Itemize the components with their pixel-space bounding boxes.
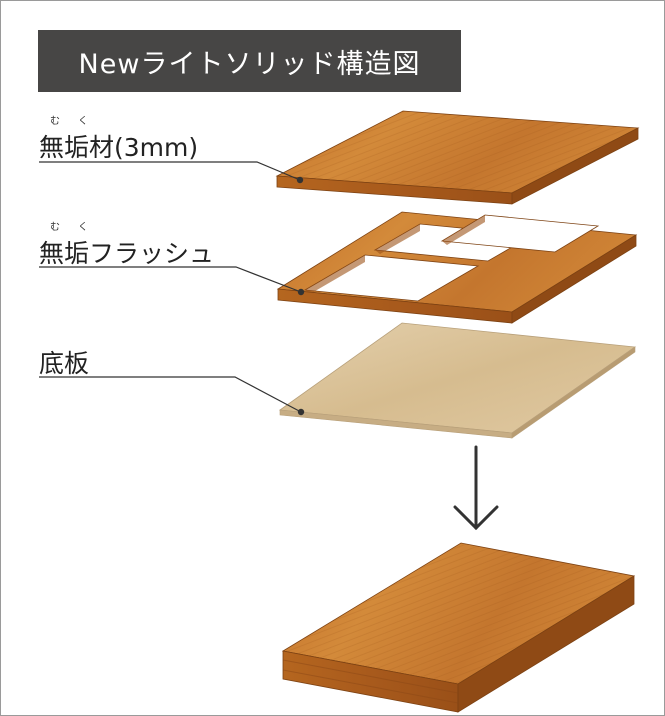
label-solid-wood: 無垢材(3mm)	[39, 133, 199, 162]
diagram-title: Newライトソリッド構造図	[78, 48, 421, 80]
base-board	[278, 322, 637, 439]
flush-frame	[276, 211, 638, 324]
ruby-ku-1: く	[78, 116, 88, 127]
solid-wood-sheet	[275, 110, 640, 205]
leader-lines	[39, 161, 302, 413]
down-arrow-icon	[453, 445, 499, 531]
leader-line-solid-wood	[39, 161, 301, 181]
leader-dot-flush-frame	[297, 288, 305, 296]
label-flush-frame: 無垢フラッシュ	[39, 239, 215, 268]
leader-line-base-board	[39, 376, 302, 413]
leader-dot-solid-wood	[296, 176, 304, 184]
assembled-panel	[281, 542, 636, 713]
ruby-mu-1: む	[50, 116, 60, 127]
title-band: Newライトソリッド構造図	[38, 30, 461, 92]
ruby-mu-2: む	[50, 222, 60, 233]
leader-line-flush-frame	[39, 266, 302, 293]
leader-dot-base-board	[297, 408, 305, 416]
label-base-board: 底板	[39, 349, 90, 378]
ruby-ku-2: く	[78, 222, 88, 233]
